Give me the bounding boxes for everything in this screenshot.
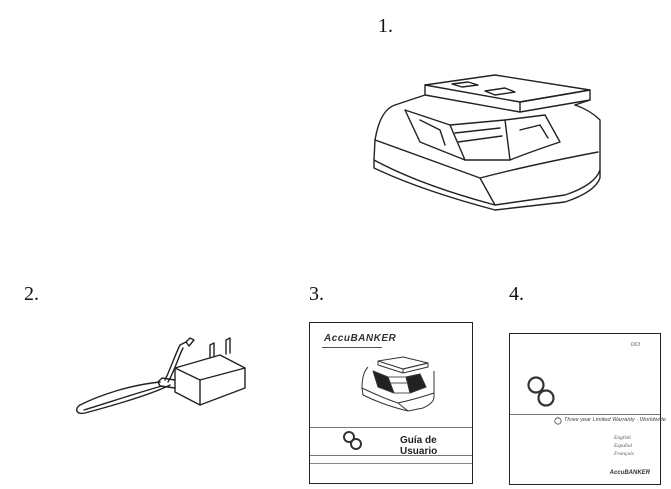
item-number-4: 4. <box>509 283 524 305</box>
divider <box>510 414 660 415</box>
guide-device-image <box>361 356 435 412</box>
divider <box>322 347 382 348</box>
user-guide-booklet-icon: AccuBANKER Guía de Usuario <box>309 322 473 484</box>
chain-link-logo-icon <box>343 431 362 450</box>
language-spanish: Español <box>614 443 633 449</box>
guide-brand: AccuBANKER <box>324 333 397 344</box>
small-logo-icon <box>554 417 562 425</box>
chain-link-logo-icon <box>527 376 555 407</box>
item-number-1: 1. <box>378 15 393 37</box>
warranty-text: Three year Limited Warranty · Worldwide <box>564 417 666 423</box>
language-english: English <box>614 435 631 441</box>
item-number-3: 3. <box>309 283 324 305</box>
guide-title-band: Guía de Usuario <box>310 427 472 457</box>
language-list: English Español Français <box>614 434 634 458</box>
divider <box>310 463 472 464</box>
item-number-2: 2. <box>24 283 39 305</box>
power-adapter-icon <box>76 337 246 415</box>
warranty-brand: AccuBANKER <box>609 470 650 476</box>
warranty-code: D63 <box>630 342 640 348</box>
currency-detector-device-icon <box>373 74 601 211</box>
language-french: Français <box>614 451 634 457</box>
warranty-booklet-icon: D63 Three year Limited Warranty · Worldw… <box>509 333 666 485</box>
guide-title: Guía de Usuario <box>400 435 438 457</box>
